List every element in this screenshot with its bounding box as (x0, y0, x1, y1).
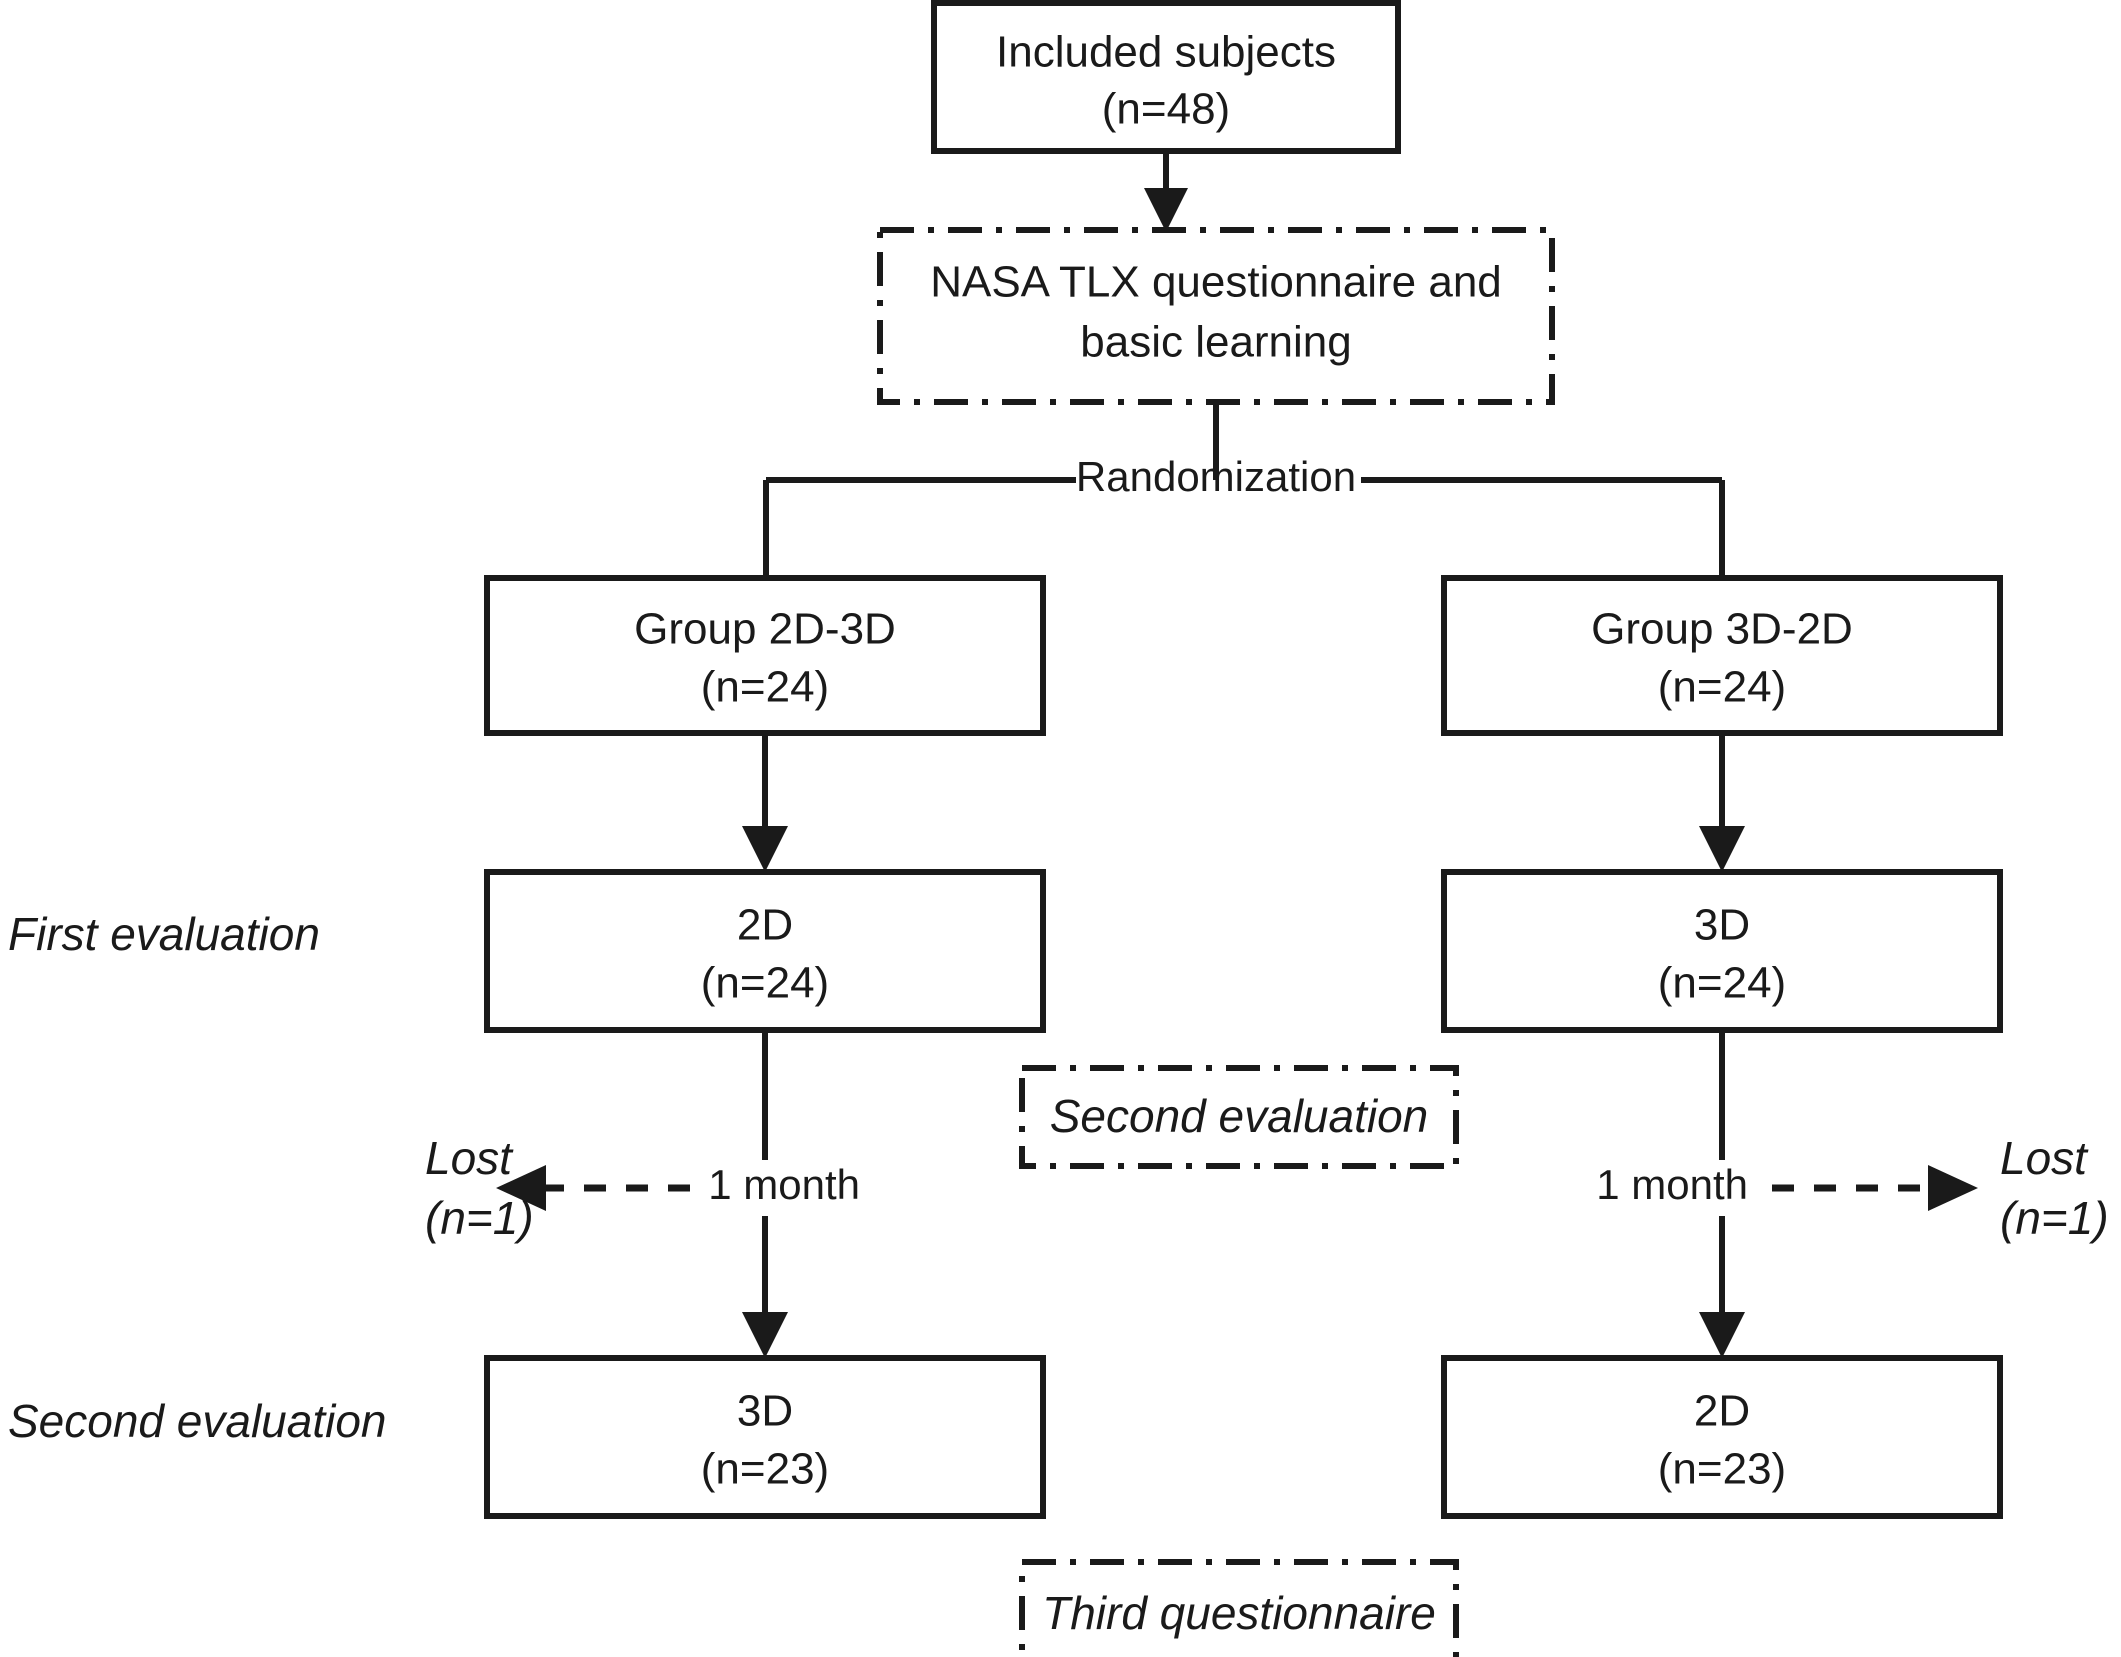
nasa-tlx-line1: NASA TLX questionnaire and (930, 258, 1502, 307)
included-subjects-line2: (n=48) (1102, 85, 1230, 134)
group-2d-3d-line2: (n=24) (701, 663, 829, 712)
node-included-subjects: Included subjects (n=48) (931, 0, 1401, 154)
second-eval-3d-line2: (n=23) (701, 1445, 829, 1494)
group-2d-3d-box (484, 575, 1046, 736)
one-month-right-label: 1 month (1596, 1161, 1748, 1208)
nasa-tlx-box (877, 227, 1555, 405)
second-eval-2d-line1: 2D (1694, 1387, 1750, 1436)
nasa-tlx-line2: basic learning (1080, 318, 1352, 367)
arrow-group-right-to-first-eval (1699, 733, 1745, 872)
group-2d-3d-line1: Group 2D-3D (634, 605, 896, 654)
node-group-2d-3d: Group 2D-3D (n=24) (484, 575, 1046, 736)
right-lost-branch: 1 month Lost (n=1) (1596, 1132, 2108, 1244)
second-eval-2d-line2: (n=23) (1658, 1445, 1786, 1494)
arrowhead-group-right-first (1699, 826, 1745, 872)
second-evaluation-marker-label: Second evaluation (1050, 1090, 1429, 1142)
row-label-first-evaluation: First evaluation (8, 908, 320, 960)
first-eval-2d-line1: 2D (737, 901, 793, 950)
lost-right-line2: (n=1) (2000, 1192, 2109, 1244)
third-questionnaire-label: Third questionnaire (1042, 1587, 1436, 1639)
node-group-3d-2d: Group 3D-2D (n=24) (1441, 575, 2003, 736)
node-third-questionnaire: Third questionnaire (1019, 1559, 1459, 1657)
arrow-included-to-nasa (1144, 151, 1188, 232)
first-eval-2d-box (484, 869, 1046, 1033)
arrowhead-left-lost (496, 1165, 546, 1211)
node-second-evaluation-marker: Second evaluation (1019, 1065, 1459, 1169)
lost-right-line1: Lost (2000, 1132, 2089, 1184)
randomization-label: Randomization (1076, 453, 1356, 500)
node-first-eval-3d: 3D (n=24) (1441, 869, 2003, 1033)
arrowhead-left-stem-second-eval (742, 1312, 788, 1358)
lost-left-line1: Lost (425, 1132, 514, 1184)
group-3d-2d-line1: Group 3D-2D (1591, 605, 1853, 654)
one-month-left-label: 1 month (708, 1161, 860, 1208)
second-evaluation-marker-box (1019, 1065, 1459, 1169)
arrowhead-right-lost (1928, 1165, 1978, 1211)
first-eval-2d-line2: (n=24) (701, 959, 829, 1008)
node-nasa-tlx: NASA TLX questionnaire and basic learnin… (877, 227, 1555, 405)
second-eval-2d-box (1441, 1355, 2003, 1519)
group-3d-2d-line2: (n=24) (1658, 663, 1786, 712)
first-eval-3d-line1: 3D (1694, 901, 1750, 950)
arrowhead-included-nasa (1144, 188, 1188, 232)
randomization-split: Randomization (763, 453, 1725, 578)
arrowhead-group-left-first (742, 826, 788, 872)
right-branch-stem (1699, 1030, 1745, 1358)
third-questionnaire-box (1019, 1559, 1459, 1657)
second-eval-3d-line1: 3D (737, 1387, 793, 1436)
second-eval-3d-box (484, 1355, 1046, 1519)
first-eval-3d-box (1441, 869, 2003, 1033)
first-eval-3d-line2: (n=24) (1658, 959, 1786, 1008)
left-lost-branch: 1 month Lost (n=1) (425, 1132, 860, 1244)
node-second-eval-2d: 2D (n=23) (1441, 1355, 2003, 1519)
left-branch-stem (742, 1030, 788, 1358)
arrow-group-left-to-first-eval (742, 733, 788, 872)
group-3d-2d-box (1441, 575, 2003, 736)
included-subjects-box (931, 0, 1401, 154)
lost-left-line2: (n=1) (425, 1192, 534, 1244)
row-label-second-evaluation: Second evaluation (8, 1395, 387, 1447)
arrowhead-right-stem-second-eval (1699, 1312, 1745, 1358)
included-subjects-line1: Included subjects (996, 28, 1336, 77)
node-first-eval-2d: 2D (n=24) (484, 869, 1046, 1033)
node-second-eval-3d: 3D (n=23) (484, 1355, 1046, 1519)
